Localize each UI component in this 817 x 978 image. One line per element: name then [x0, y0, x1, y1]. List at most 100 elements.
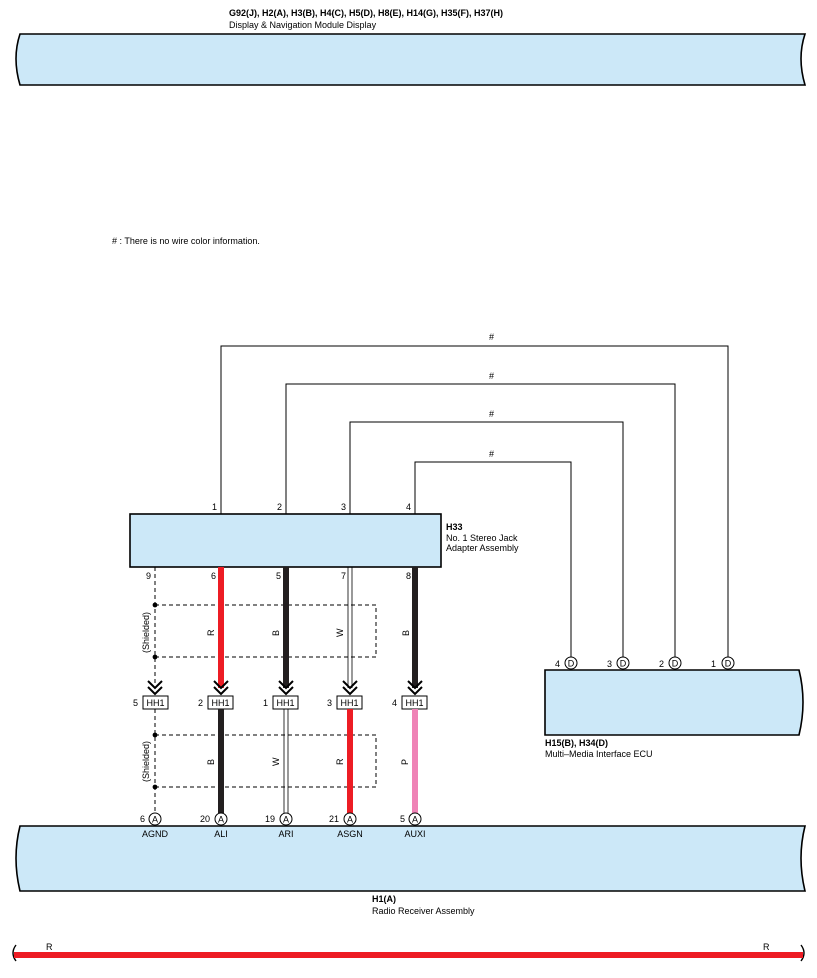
- hash-label-3: #: [489, 409, 494, 419]
- hash-wire-2: [285, 383, 676, 657]
- jack-top-pin-3: 3: [341, 502, 346, 512]
- wire-color-note: # : There is no wire color information.: [112, 236, 260, 246]
- svg-text:3: 3: [607, 659, 612, 669]
- mm-ecu-pin-3: D 3: [607, 656, 630, 670]
- junction-hh1-pin5: HH1 5: [133, 695, 169, 710]
- svg-text:20: 20: [200, 814, 210, 824]
- svg-text:HH1: HH1: [276, 698, 294, 708]
- jack-bottom-pin-5: 5: [276, 571, 281, 581]
- svg-text:5: 5: [400, 814, 405, 824]
- svg-text:D: D: [672, 659, 679, 669]
- jack-top-pin-2: 2: [277, 502, 282, 512]
- jack-adapter-name-line2: Adapter Assembly: [446, 543, 519, 553]
- svg-text:D: D: [620, 659, 627, 669]
- svg-text:21: 21: [329, 814, 339, 824]
- mm-ecu-name: Multi–Media Interface ECU: [545, 749, 653, 759]
- chevron-icon: [147, 680, 163, 696]
- jack-top-pin-1: 1: [212, 502, 217, 512]
- wire-color-lower-r: R: [335, 758, 345, 765]
- continuation-left-break: [12, 944, 17, 962]
- svg-text:D: D: [725, 659, 732, 669]
- top-component-code: G92(J), H2(A), H3(B), H4(C), H5(D), H8(E…: [229, 8, 503, 18]
- shield-boxes: [155, 604, 377, 788]
- continuation-wire-label-left: R: [46, 942, 53, 952]
- wire-color-upper-b2: B: [401, 630, 411, 636]
- jack-bottom-pin-7: 7: [341, 571, 346, 581]
- svg-text:1: 1: [711, 659, 716, 669]
- shield-dot: [152, 654, 158, 660]
- svg-text:ASGN: ASGN: [337, 829, 363, 839]
- shield-dot: [152, 732, 158, 738]
- svg-text:4: 4: [555, 659, 560, 669]
- svg-text:HH1: HH1: [340, 698, 358, 708]
- chevron-icon: [407, 680, 423, 696]
- jack-adapter-name-line1: No. 1 Stereo Jack: [446, 533, 518, 543]
- junction-hh1-pin4: HH1 4: [392, 695, 428, 710]
- svg-text:2: 2: [659, 659, 664, 669]
- radio-code: H1(A): [372, 894, 396, 904]
- svg-text:A: A: [412, 815, 418, 825]
- svg-text:HH1: HH1: [146, 698, 164, 708]
- wire-color-upper-r: R: [206, 629, 216, 636]
- svg-text:AGND: AGND: [142, 829, 169, 839]
- top-component-name: Display & Navigation Module Display: [229, 20, 377, 30]
- svg-text:ARI: ARI: [278, 829, 293, 839]
- shield-box-upper: [155, 604, 377, 658]
- junction-hh1-pin1: HH1 1: [263, 695, 299, 710]
- continuation-right-break: [800, 944, 805, 962]
- hash-wires: [220, 345, 729, 657]
- wire-color-lower-w: W: [271, 757, 281, 766]
- svg-text:A: A: [152, 815, 158, 825]
- svg-text:6: 6: [140, 814, 145, 824]
- radio-pin-asgn: A 21 ASGN: [329, 812, 363, 839]
- junction-hh1-pin3: HH1 3: [327, 695, 363, 710]
- svg-text:2: 2: [198, 698, 203, 708]
- radio-pin-agnd: A 6 AGND: [140, 812, 169, 839]
- mm-ecu-pin-1: D 1: [711, 656, 735, 670]
- svg-text:HH1: HH1: [211, 698, 229, 708]
- mm-ecu-box: [544, 669, 804, 736]
- radio-name: Radio Receiver Assembly: [372, 906, 475, 916]
- junction-hh1-pin2: HH1 2: [198, 695, 234, 710]
- hash-label-4: #: [489, 449, 494, 459]
- jack-bottom-pin-6: 6: [211, 571, 216, 581]
- wire-color-lower-p: P: [400, 759, 410, 765]
- radio-receiver-box: [15, 825, 807, 892]
- jack-bottom-pin-8: 8: [406, 571, 411, 581]
- svg-text:AUXI: AUXI: [404, 829, 425, 839]
- wire-color-lower-b: B: [206, 759, 216, 765]
- svg-text:A: A: [218, 815, 224, 825]
- wire-color-upper-w: W: [335, 628, 345, 637]
- svg-text:HH1: HH1: [405, 698, 423, 708]
- continuation-wire-label-right: R: [763, 942, 770, 952]
- radio-pin-auxi: A 5 AUXI: [400, 812, 426, 839]
- hash-label-2: #: [489, 371, 494, 381]
- svg-text:4: 4: [392, 698, 397, 708]
- mm-ecu-pin-2: D 2: [659, 656, 682, 670]
- top-component-box: [15, 33, 807, 86]
- hash-wire-4: [414, 461, 572, 657]
- hash-wire-3: [349, 421, 624, 657]
- jack-top-pin-4: 4: [406, 502, 411, 512]
- svg-text:19: 19: [265, 814, 275, 824]
- svg-text:A: A: [347, 815, 353, 825]
- radio-pin-ali: A 20 ALI: [200, 812, 228, 839]
- hash-label-1: #: [489, 332, 494, 342]
- wire-color-upper-b1: B: [271, 630, 281, 636]
- shielded-label-lower: (Shielded): [141, 741, 151, 782]
- svg-text:A: A: [283, 815, 289, 825]
- svg-text:5: 5: [133, 698, 138, 708]
- mm-ecu-pin-4: D 4: [555, 656, 578, 670]
- jack-adapter-code: H33: [446, 522, 463, 532]
- svg-text:ALI: ALI: [214, 829, 228, 839]
- radio-pin-ari: A 19 ARI: [265, 812, 294, 839]
- chevron-icon: [213, 680, 229, 696]
- mm-ecu-code: H15(B), H34(D): [545, 738, 608, 748]
- chevron-icon: [278, 680, 294, 696]
- junction-chevrons: [147, 680, 423, 696]
- chevron-icon: [342, 680, 358, 696]
- svg-text:1: 1: [263, 698, 268, 708]
- wire-upper-7-white: [347, 567, 353, 688]
- shield-box-lower: [155, 734, 377, 788]
